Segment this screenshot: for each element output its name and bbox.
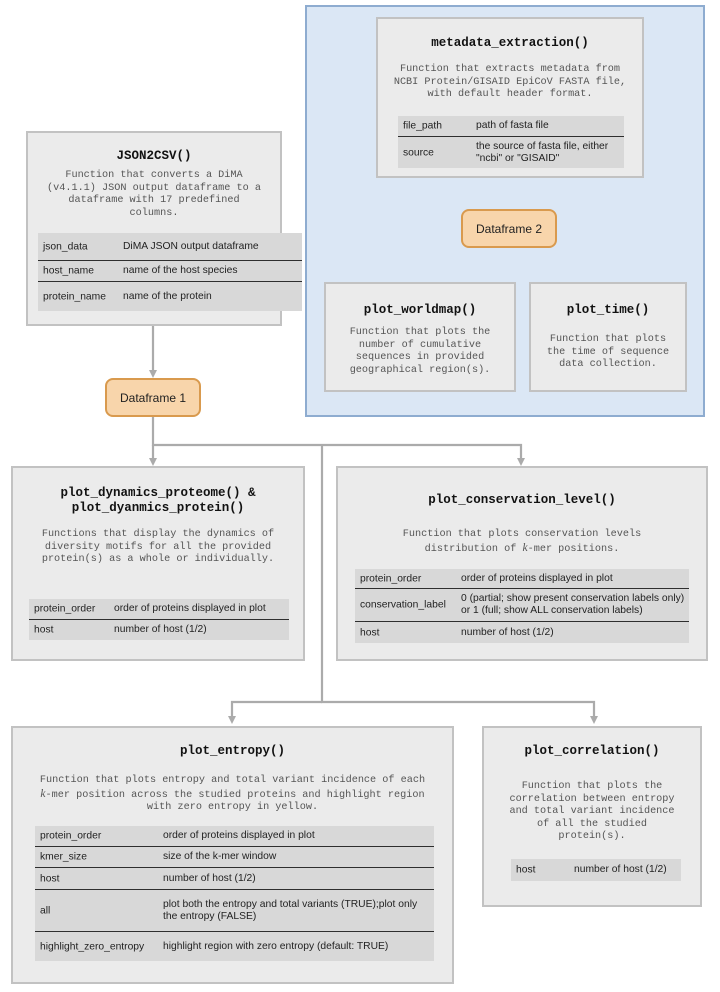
param-desc: DiMA JSON output dataframe [123, 240, 259, 252]
plot-worldmap-box: plot_worldmap() Function that plots the … [324, 282, 516, 392]
param-row: file_path path of fasta file [398, 116, 624, 136]
param-desc: path of fasta file [476, 120, 549, 131]
plot-dynamics-title-line2: plot_dyanmics_protein() [71, 501, 245, 515]
arrow-to-entropy [228, 700, 322, 724]
desc-text: -mer position across the studied protein… [45, 789, 425, 814]
plot-time-desc: Function that plots the time of sequence… [546, 334, 670, 370]
param-row: host number of host (1/2) [355, 621, 689, 643]
param-row: conservation_label 0 (partial; show pres… [355, 588, 689, 621]
param-row: json_data DiMA JSON output dataframe [38, 233, 302, 260]
param-desc: order of proteins displayed in plot [461, 572, 613, 584]
plot-correlation-box: plot_correlation() Function that plots t… [482, 726, 702, 907]
plot-worldmap-desc: Function that plots the number of cumula… [349, 327, 491, 376]
desc-text: Function that plots conservation levels … [402, 529, 642, 555]
param-row: protein_order order of proteins displaye… [29, 599, 289, 619]
param-name: host [40, 873, 60, 884]
param-desc: plot both the entropy and total variants… [163, 898, 418, 922]
param-name: host [34, 624, 54, 636]
param-row: highlight_zero_entropy highlight region … [35, 931, 434, 961]
plot-time-title: plot_time() [566, 303, 650, 317]
desc-text: Function that plots entropy and total va… [39, 775, 426, 786]
param-desc: number of host (1/2) [114, 624, 207, 635]
param-desc: order of proteins displayed in plot [114, 603, 266, 614]
param-desc: size of the k-mer window [163, 851, 277, 862]
json2csv-params: json_data DiMA JSON output dataframe hos… [38, 233, 302, 311]
param-row: source the source of fasta file, either … [398, 136, 624, 168]
param-name: conservation_label [360, 599, 446, 611]
plot-conservation-desc: Function that plots conservation levels … [388, 529, 656, 556]
param-name: all [40, 905, 51, 916]
plot-worldmap-title: plot_worldmap() [363, 303, 477, 317]
plot-conservation-params: protein_order order of proteins displaye… [355, 569, 689, 643]
plot-correlation-desc: Function that plots the correlation betw… [509, 781, 675, 842]
arrow-dataframe1-to-conservation [151, 417, 525, 466]
plot-dynamics-title: plot_dynamics_proteome() & plot_dyanmics… [13, 486, 303, 516]
plot-dynamics-desc: Functions that display the dynamics of d… [41, 529, 275, 565]
json2csv-box: JSON2CSV() Function that converts a DiMA… [26, 131, 302, 326]
param-name: host_name [43, 265, 94, 277]
param-row: host number of host (1/2) [35, 867, 434, 889]
param-row: kmer_size size of the k-mer window [35, 846, 434, 867]
k-italic: k [40, 787, 46, 800]
param-name: host [516, 864, 536, 876]
param-name: protein_order [40, 830, 102, 842]
plot-dynamics-title-line1: plot_dynamics_proteome() & [60, 486, 256, 500]
plot-correlation-title: plot_correlation() [524, 744, 660, 758]
dataframe-1-node: Dataframe 1 [105, 378, 201, 417]
param-row: protein_name name of the protein [38, 281, 302, 311]
param-row: host number of host (1/2) [511, 859, 681, 881]
k-italic: k [522, 541, 528, 554]
param-name: highlight_zero_entropy [40, 941, 145, 952]
metadata-extraction-box: metadata_extraction() Function that extr… [376, 17, 644, 178]
param-name: protein_name [43, 291, 106, 302]
param-desc: number of host (1/2) [574, 864, 667, 875]
param-row: protein_order order of proteins displaye… [35, 826, 434, 846]
param-desc: the source of fasta file, either "ncbi" … [476, 140, 609, 164]
json2csv-title: JSON2CSV() [116, 149, 192, 163]
plot-time-box: plot_time() Function that plots the time… [529, 282, 687, 392]
param-row: host_name name of the host species [38, 260, 302, 281]
param-desc: 0 (partial; show present conservation la… [461, 593, 685, 616]
param-desc: name of the host species [123, 265, 238, 276]
param-desc: number of host (1/2) [163, 872, 256, 884]
param-name: json_data [43, 241, 88, 252]
plot-dynamics-params: protein_order order of proteins displaye… [29, 599, 289, 640]
plot-conservation-title: plot_conservation_level() [428, 493, 616, 507]
plot-correlation-params: host number of host (1/2) [511, 859, 681, 881]
param-name: source [403, 147, 434, 158]
plot-entropy-params: protein_order order of proteins displaye… [35, 826, 434, 961]
param-name: protein_order [360, 573, 422, 584]
desc-text: -mer positions. [527, 543, 620, 555]
dataframe-2-node: Dataframe 2 [461, 209, 557, 248]
arrow-to-correlation [320, 445, 598, 724]
plot-entropy-desc: Function that plots entropy and total va… [37, 775, 428, 815]
plot-entropy-box: plot_entropy() Function that plots entro… [11, 726, 454, 984]
param-desc: highlight region with zero entropy (defa… [163, 940, 389, 952]
plot-entropy-title: plot_entropy() [179, 744, 286, 758]
param-desc: number of host (1/2) [461, 626, 554, 638]
metadata-extraction-desc: Function that extracts metadata from NCB… [393, 64, 627, 100]
param-desc: order of proteins displayed in plot [163, 830, 315, 841]
metadata-extraction-params: file_path path of fasta file source the … [398, 116, 624, 168]
param-name: host [360, 627, 380, 638]
param-desc: name of the protein [123, 290, 212, 302]
plot-conservation-box: plot_conservation_level() Function that … [336, 466, 708, 661]
param-row: all plot both the entropy and total vari… [35, 889, 434, 931]
json2csv-desc: Function that converts a DiMA (v4.1.1) J… [47, 170, 261, 219]
plot-dynamics-box: plot_dynamics_proteome() & plot_dyanmics… [11, 466, 305, 661]
param-name: kmer_size [40, 851, 87, 863]
param-name: protein_order [34, 603, 96, 615]
metadata-extraction-title: metadata_extraction() [431, 36, 589, 50]
param-row: host number of host (1/2) [29, 619, 289, 640]
param-name: file_path [403, 120, 442, 132]
param-row: protein_order order of proteins displaye… [355, 569, 689, 588]
